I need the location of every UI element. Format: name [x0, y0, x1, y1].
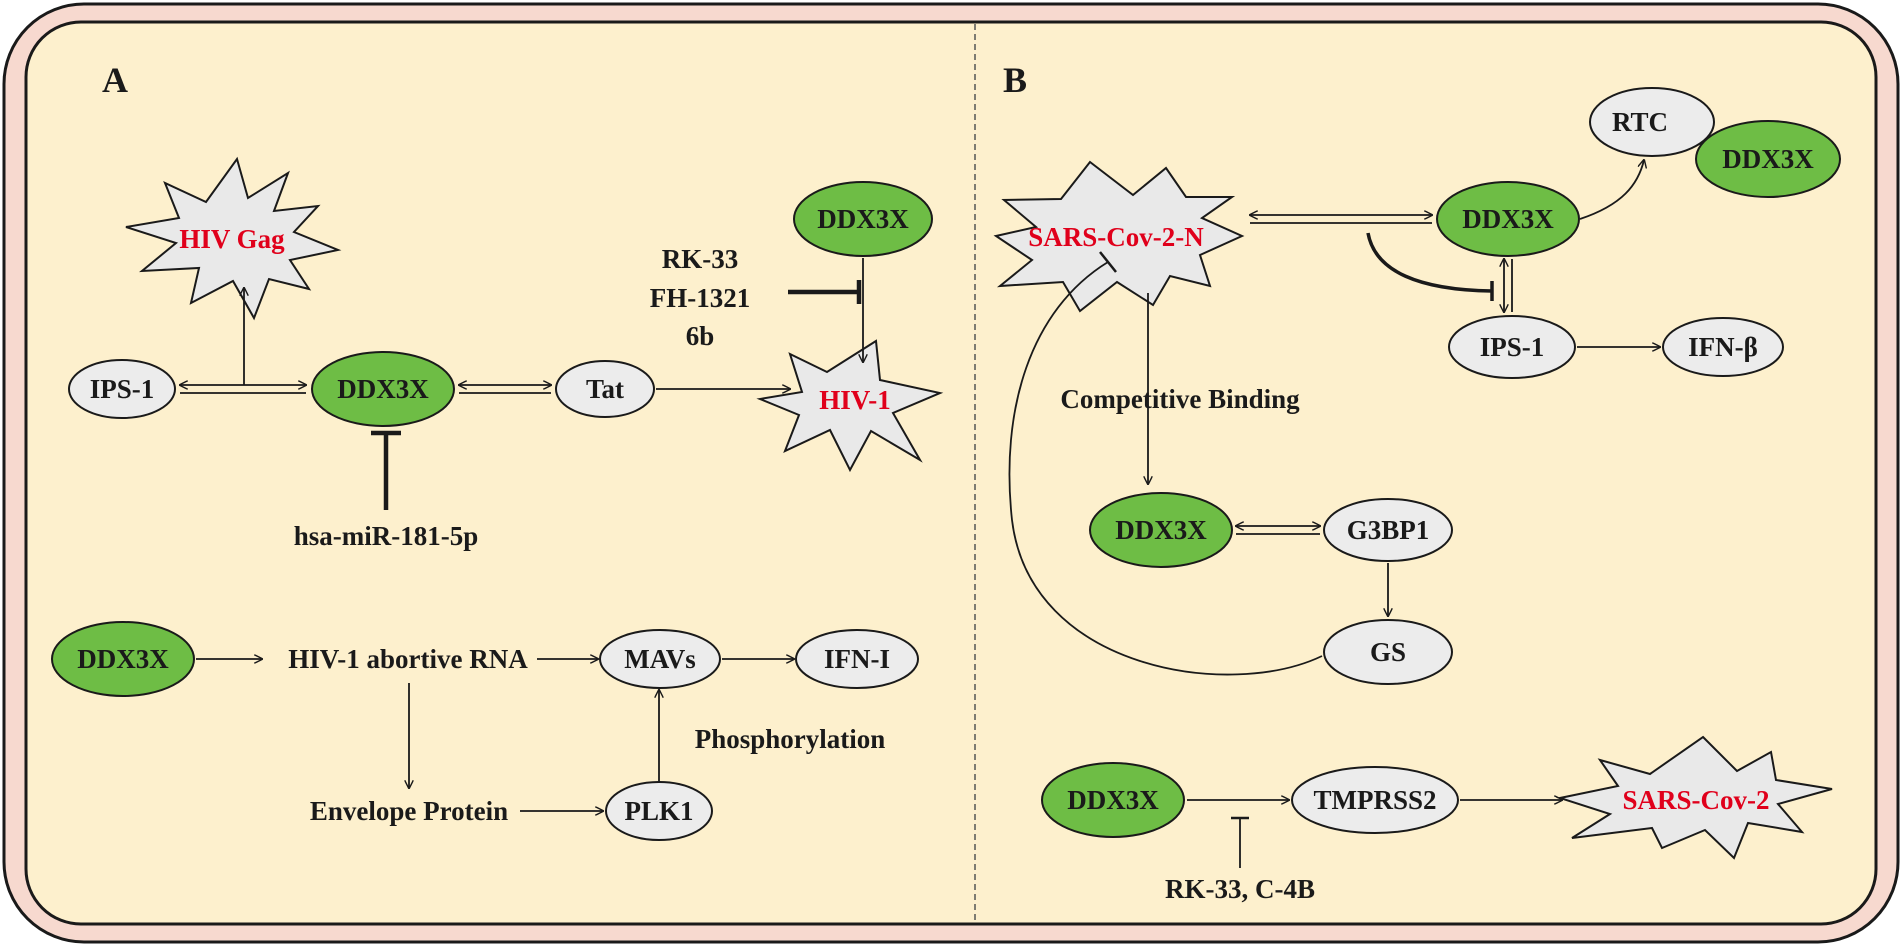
rtc-node	[1589, 87, 1715, 157]
ddx3x-node-a-center	[311, 351, 455, 427]
rtc-label: RTC	[1612, 107, 1668, 137]
mirna-label: hsa-miR-181-5p	[294, 521, 479, 551]
hiv-gag-label: HIV Gag	[179, 224, 285, 254]
ifn-i-node	[795, 629, 919, 689]
panel-a-label: A	[102, 60, 128, 100]
inhibitor-6b: 6b	[686, 321, 715, 351]
ddx3x-label-b-rtc: DDX3X	[1722, 144, 1814, 174]
ifn-b-node	[1662, 317, 1784, 377]
inhibitor-rk33-a: RK-33	[662, 244, 739, 274]
hiv1-starburst	[756, 339, 944, 473]
panel-a-edges	[180, 258, 863, 811]
hiv1-label: HIV-1	[819, 385, 891, 415]
ddx3x-node-b-g3	[1089, 492, 1233, 568]
tat-label: Tat	[586, 374, 624, 404]
sars-cov2-n-starburst	[993, 160, 1245, 313]
ddx3x-node-b-tm	[1041, 762, 1185, 838]
sars-cov2-n-label: SARS-Cov-2-N	[1028, 222, 1204, 252]
ddx3x-label-b-g3: DDX3X	[1115, 515, 1207, 545]
ddx3x-label-a-top: DDX3X	[817, 204, 909, 234]
sars-cov2-starburst	[1556, 735, 1833, 860]
ddx3x-node-b-main	[1436, 181, 1580, 257]
plk1-node	[605, 781, 713, 841]
ips1-node-a	[68, 359, 176, 419]
abortive-rna-label: HIV-1 abortive RNA	[288, 644, 528, 674]
inhibition-sarsn-ips1	[1366, 232, 1493, 293]
ddx3x-node-a-bottom	[51, 621, 195, 697]
phosphorylation-label: Phosphorylation	[695, 724, 886, 754]
inhibitor-fh1321: FH-1321	[650, 283, 751, 313]
gs-label: GS	[1370, 637, 1406, 667]
ddx3x-label-a-bottom: DDX3X	[77, 644, 169, 674]
ddx3x-node-b-rtc	[1695, 120, 1841, 198]
ifn-i-label: IFN-I	[824, 644, 890, 674]
competitive-binding-label: Competitive Binding	[1060, 384, 1300, 414]
edge-ddx3x-rtc	[1579, 160, 1644, 220]
hiv-gag-starburst	[125, 156, 342, 321]
ddx3x-label-b-main: DDX3X	[1462, 204, 1554, 234]
envelope-protein-label: Envelope Protein	[310, 796, 508, 826]
inhibitors-b-label: RK-33, C-4B	[1165, 874, 1315, 904]
ips1-label-b: IPS-1	[1480, 332, 1545, 362]
g3bp1-label: G3BP1	[1347, 515, 1430, 545]
ddx3x-label-a-center: DDX3X	[337, 374, 429, 404]
g3bp1-node	[1323, 498, 1453, 562]
tmprss2-label: TMPRSS2	[1313, 785, 1436, 815]
plk1-label: PLK1	[624, 796, 693, 826]
ips1-node-b	[1448, 315, 1576, 379]
inner-frame	[24, 20, 1878, 926]
panel-b-label: B	[1003, 60, 1027, 100]
inhibition-gs-sarsn	[1008, 261, 1323, 676]
mavs-label: MAVs	[624, 644, 696, 674]
ddx3x-label-b-tm: DDX3X	[1067, 785, 1159, 815]
tat-node	[555, 360, 655, 418]
tmprss2-node	[1291, 766, 1459, 834]
gs-node	[1323, 619, 1453, 685]
panel-b-edges	[1008, 160, 1660, 868]
sars-cov2-label: SARS-Cov-2	[1622, 785, 1769, 815]
ips1-label-a: IPS-1	[90, 374, 155, 404]
ifn-b-label: IFN-β	[1688, 332, 1758, 362]
ddx3x-node-a-top	[793, 181, 933, 257]
mavs-node	[599, 629, 721, 689]
